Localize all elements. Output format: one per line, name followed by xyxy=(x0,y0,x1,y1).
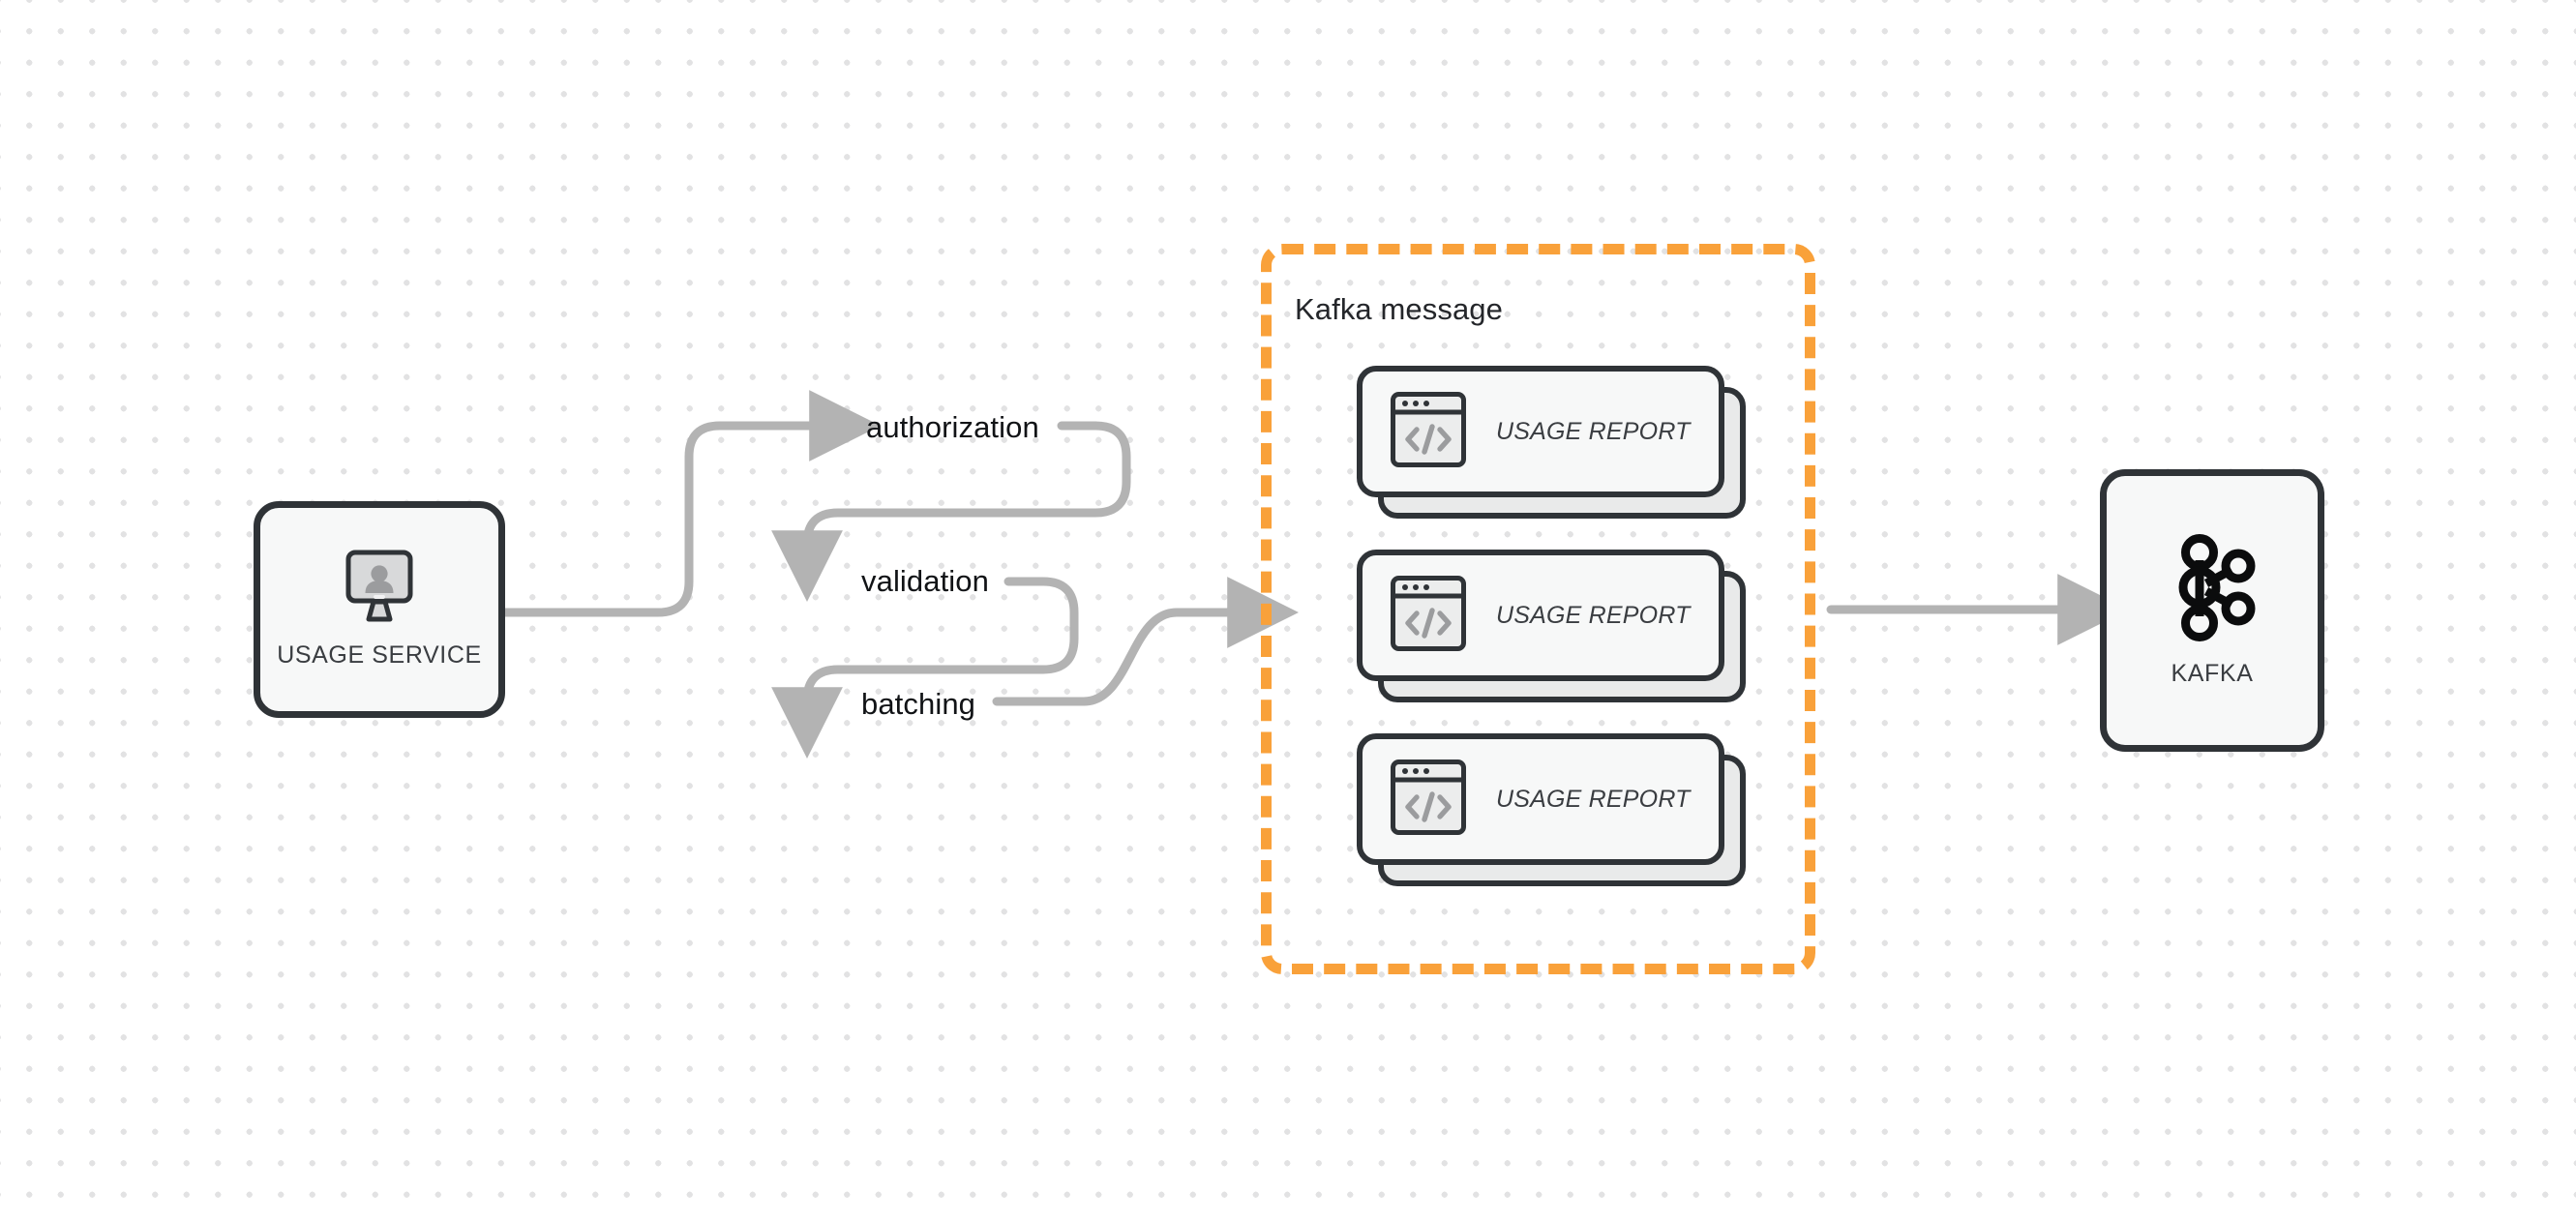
code-window-icon xyxy=(1390,575,1467,657)
node-usage-service[interactable]: USAGE SERVICE xyxy=(254,501,505,718)
usage-report-card-label: USAGE REPORT xyxy=(1496,417,1691,445)
code-window-icon xyxy=(1390,391,1467,473)
step-label-authorization: authorization xyxy=(866,410,1039,444)
code-window-icon xyxy=(1390,759,1467,841)
node-usage-service-label: USAGE SERVICE xyxy=(277,641,482,669)
monitor-user-icon xyxy=(339,550,420,628)
group-kafka-message xyxy=(1261,244,1815,974)
edge-usage-service-to-authorization xyxy=(500,390,881,617)
kafka-logo-icon xyxy=(2164,533,2261,646)
usage-report-card[interactable]: USAGE REPORT xyxy=(1357,733,1746,886)
node-kafka-label: KAFKA xyxy=(2171,660,2254,687)
edge-batching-to-kafka-message xyxy=(992,577,1299,706)
node-kafka[interactable]: KAFKA xyxy=(2100,469,2324,752)
usage-report-card-label: USAGE REPORT xyxy=(1496,601,1691,629)
usage-report-card[interactable]: USAGE REPORT xyxy=(1357,366,1746,519)
step-label-validation: validation xyxy=(861,564,989,598)
step-label-batching: batching xyxy=(861,687,976,721)
group-kafka-message-title: Kafka message xyxy=(1295,292,1503,326)
usage-report-card-label: USAGE REPORT xyxy=(1496,785,1691,813)
usage-report-card[interactable]: USAGE REPORT xyxy=(1357,550,1746,702)
